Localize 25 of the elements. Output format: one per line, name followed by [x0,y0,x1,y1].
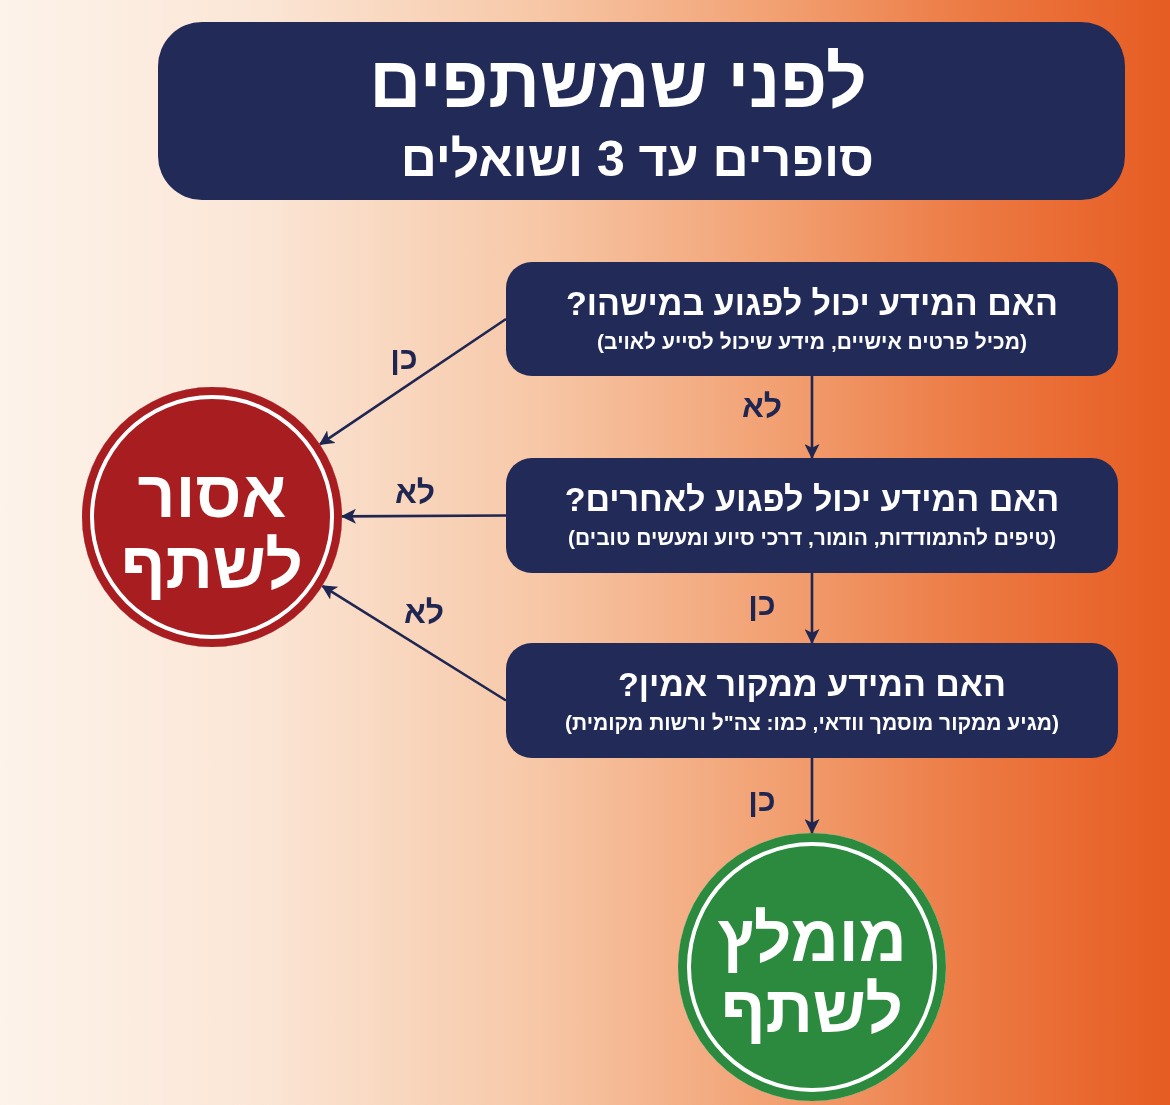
arrow [321,584,507,702]
question-text: האם המידע יכול לפגוע במישהו? [566,283,1058,323]
question-text: האם המידע יכול לפגוע לאחרים? [564,480,1060,520]
question-box [506,262,1118,376]
question-hint: (מגיע ממקור מוסמך וודאי, כמו: צה"ל ורשות מקומית) [565,711,1059,736]
arrow [804,758,820,835]
edge-label: כן [390,342,418,374]
edge-label: לא [741,390,783,422]
arrow [804,376,820,460]
question-text: האם המידע ממקור אמין? [618,665,1006,705]
question-hint: (טיפים להתמודדות, הומור, דרכי סיוע ומעשים טובים) [568,526,1056,551]
subtitle: סופרים עד 3 ושואלים [400,134,874,184]
question-box [506,458,1118,573]
arrow [340,508,506,524]
edge-label: כן [748,588,776,620]
question-box [506,643,1118,758]
outcome-text: אסור לשתף [120,458,304,602]
title: לפני שמשתפים [369,46,867,118]
arrow [318,317,507,446]
question-hint: (מכיל פרטים אישיים, מידע שיכול לסייע לאויב) [597,329,1027,355]
arrow [804,573,820,645]
edge-label: לא [403,596,445,628]
edge-label: לא [394,476,436,508]
outcome-text: מומלץ לשתף [717,902,907,1046]
edge-label: כן [748,784,776,816]
